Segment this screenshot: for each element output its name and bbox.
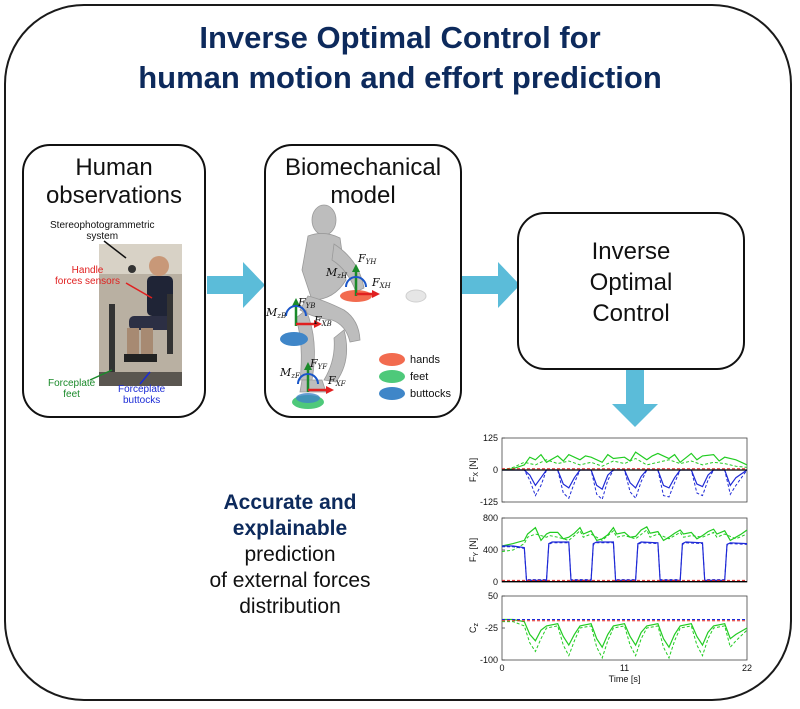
summary-line4: of external forces [209,569,371,592]
forceplate-buttocks-label-line1: Forceplate [118,384,166,395]
fyh-label: FYH [357,252,377,266]
y-tick-label: -125 [480,497,498,507]
forceplate-feet-label: Forceplate feet [48,378,95,400]
summary-bold-line1: Accurate and [223,491,357,514]
legend-hands-label: hands [410,354,440,366]
arrow-model-to-ioc [462,262,520,308]
series-line-green-dashed [502,621,748,660]
inverse-optimal-control-box: Inverse Optimal Control [517,212,745,370]
plot-frame [501,517,748,583]
fxf-arrow-head [326,386,334,394]
fyf-arrow-head [304,362,312,370]
fxb-arrow-head [314,320,322,328]
inverse-optimal-control-text: Inverse Optimal Control [519,236,743,329]
legend-feet-dot [379,370,405,383]
ioc-line2: Optimal [589,269,673,296]
arrow-ioc-to-plots [612,370,658,427]
y-tick-label: 800 [483,513,498,523]
arrow-obs-to-model [207,262,265,308]
stereo-label: Stereophotogrammetric system [50,220,155,242]
human-observations-title: Human observations [24,154,204,210]
subject-photo [99,244,182,386]
x-axis-label: Time [s] [609,674,641,684]
summary-bold-line2: explainable [232,517,348,540]
legend-hands-dot [379,353,405,366]
handle-label: Handle forces sensors [55,265,120,287]
stereo-label-line2: system [86,231,119,242]
mzh-label: MzH [325,266,348,280]
y-tick-label: 0 [493,465,498,475]
feet-inner-ellipse [296,393,320,403]
outer-frame [4,4,792,701]
x-tick-label: 0 [499,663,504,673]
legend-feet-label: feet [410,371,429,383]
plot-frame [501,595,748,661]
buttocks-contact-ellipse [280,332,308,346]
y-axis-label: FY [N] [468,538,480,562]
fyb-arrow-head [292,298,300,306]
plot-panel-1: 125 0 -125 FX [N] [468,433,748,507]
stereo-label-line1: Stereophotogrammetric [50,220,155,231]
y-tick-label: -100 [480,655,498,665]
force-markers: FYH MzH FXH FYB MzB FXB FYF MzF FXF [265,252,392,409]
forceplate-buttocks-label: Forceplate buttocks [118,384,165,406]
fxh-arrow-head [372,290,380,298]
mzf-arc [297,373,319,385]
series-line-green-dashed [501,529,748,553]
forceplate-feet-label-line2: feet [63,389,80,400]
ioc-line1: Inverse [591,238,671,265]
y-tick-label: 400 [483,545,498,555]
handle-label-line1: Handle [71,265,104,276]
human-observations-title-line1: Human [75,154,153,181]
fyh-arrow-head [352,264,360,272]
fxf-label: FXF [327,374,347,388]
y-tick-label: 50 [488,591,498,601]
mzf-label: MzF [279,366,301,380]
x-tick-label: 22 [742,663,752,673]
mzh-arc [345,276,367,288]
fyf-label: FYF [309,357,328,371]
series-line-green-dashed [501,457,748,471]
handle-label-line2: forces sensors [55,276,121,287]
legend-buttocks-dot [379,387,405,400]
forceplate-feet-label-line1: Forceplate [48,378,96,389]
series-line-green-solid [502,618,748,649]
series-line-green-solid [501,451,748,471]
plot-panel-2: 800 400 0 FY [N] [468,513,748,587]
human-observations-title-line2: observations [45,182,183,209]
summary-line5: distribution [239,595,341,618]
fxh-label: FXH [371,276,392,290]
main-title-line1: Inverse Optimal Control for [199,20,601,55]
main-title-line2: human motion and effort prediction [138,60,662,95]
legend-buttocks-label: buttocks [410,388,451,400]
forceplate-buttocks-label-line2: buttocks [123,395,161,406]
y-tick-label: 125 [483,433,498,443]
fxb-label: FXB [313,314,332,328]
y-tick-label: 0 [493,577,498,587]
series-line-blue-dashed [502,542,748,581]
series-line-green-solid [501,525,748,547]
biomechanical-model-title: Biomechanical model [266,154,460,210]
x-tick-label: 11 [620,663,629,673]
y-axis-label: Cz [468,623,480,634]
biomechanical-model-title-line1: Biomechanical [284,154,442,181]
main-title: Inverse Optimal Control for human motion… [0,18,800,98]
fyb-label: FYB [297,296,315,310]
y-axis-label: FX [N] [468,458,480,482]
y-tick-label: -25 [485,623,498,633]
summary-text: Accurate and explainable prediction of e… [170,490,410,620]
mannequin-drawing [295,204,427,393]
summary-line3: prediction [244,543,336,566]
mzb-arc [285,305,307,317]
mzb-label: MzB [265,306,286,320]
ioc-line3: Control [592,300,670,327]
biomechanical-model-title-line2: model [330,182,396,209]
